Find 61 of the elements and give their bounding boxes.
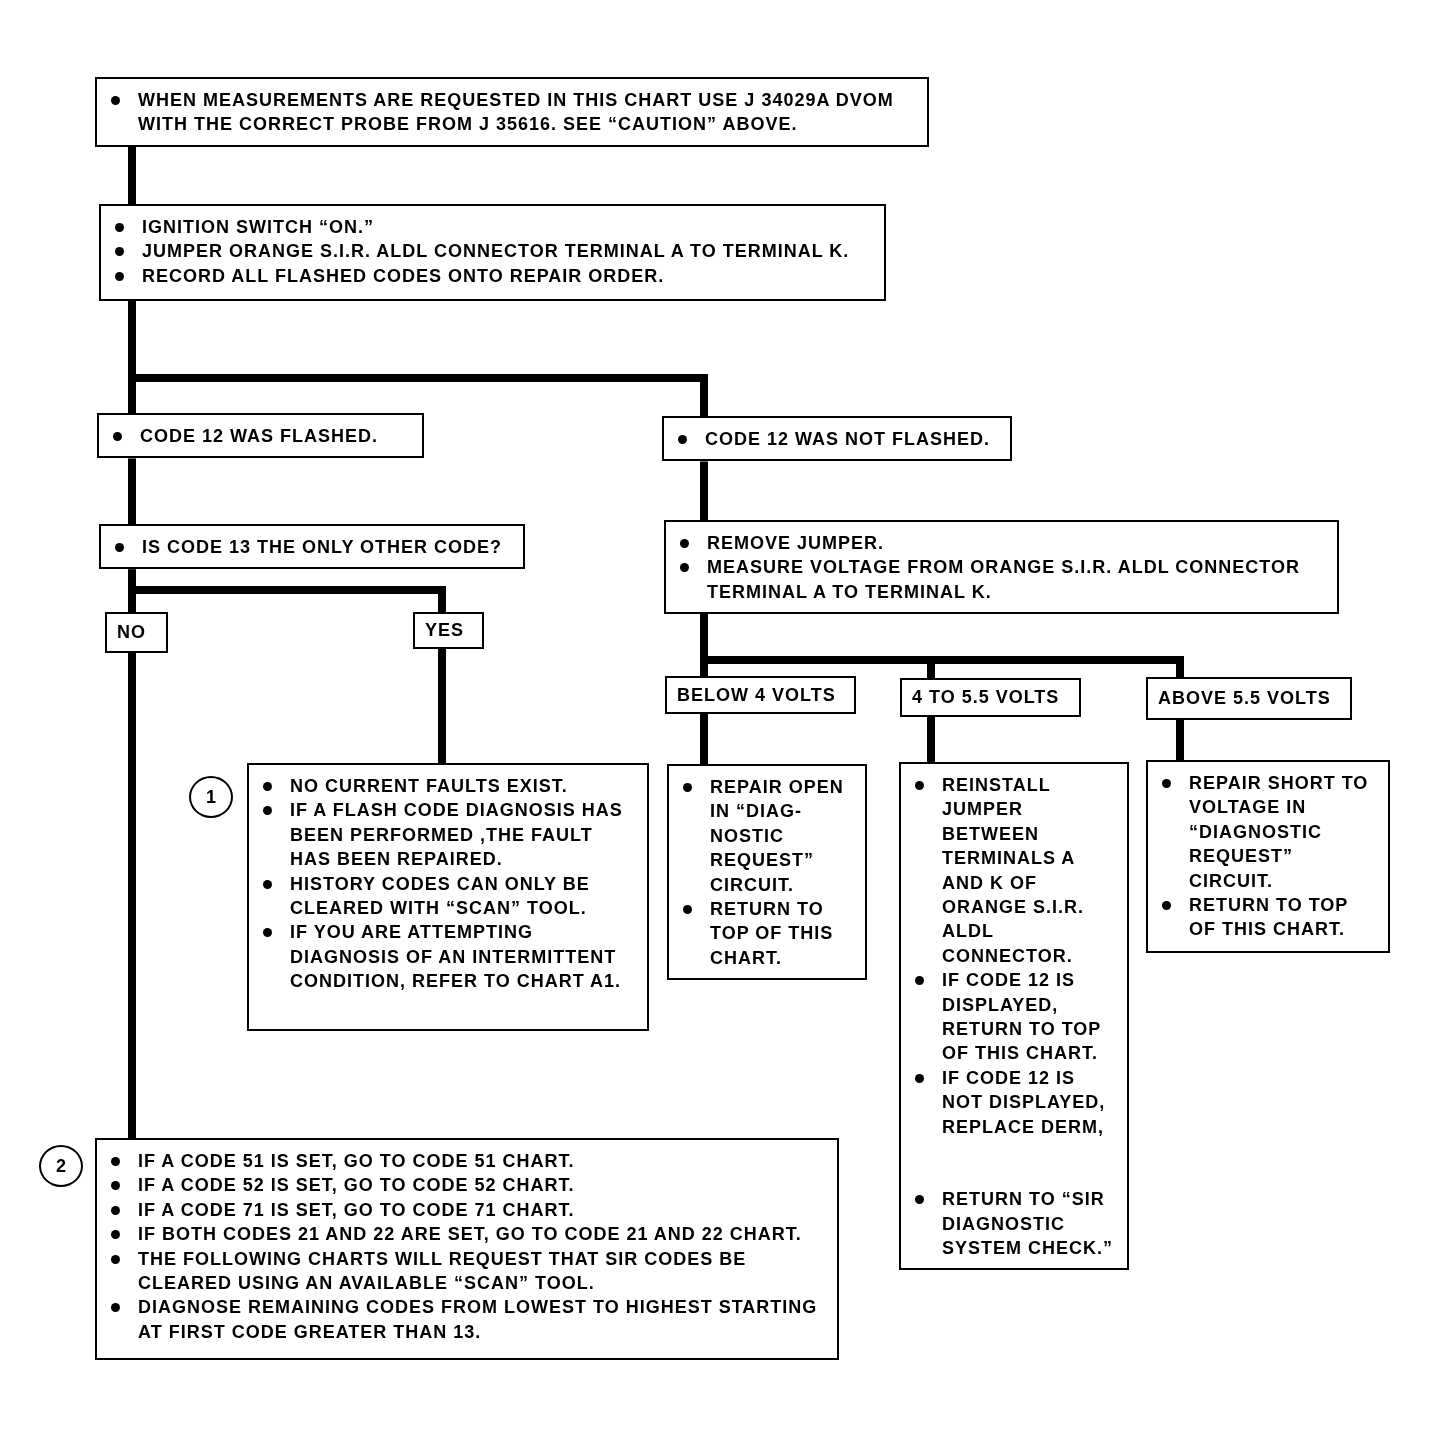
connector-line — [700, 714, 708, 764]
step-text: IF BOTH CODES 21 AND 22 ARE SET, GO TO CODE 21 AND 22 CHART. — [138, 1223, 803, 1247]
step-text: IF A FLASH CODE DIAGNOSIS HAS BEEN PERFORMED ,THE FAULT HAS BEEN REPAIRED. — [290, 799, 624, 872]
step-box — [99, 204, 886, 301]
step-text: REPAIR OPEN IN “DIAG- NOSTIC REQUEST” CIRCUIT. — [710, 776, 845, 897]
action-box — [667, 764, 867, 981]
step-text: REINSTALL JUMPER BETWEEN TERMINALS A AND K OF ORANGE S.I.R. ALDL CONNECTOR. — [942, 774, 1085, 968]
step-text: 4 TO 5.5 VOLTS — [912, 686, 1060, 710]
step-text: IF YOU ARE ATTEMPTING DIAGNOSIS OF AN INTERMITTENT CONDITION, REFER TO CHART A1. — [290, 921, 622, 994]
step-text: REPAIR SHORT TO VOLTAGE IN “DIAGNOSTIC REQUEST” CIRCUIT. — [1189, 772, 1370, 893]
choice-box — [413, 612, 484, 649]
step-text: RETURN TO TOP OF THIS CHART. — [1189, 894, 1350, 942]
step-text: REMOVE JUMPER. — [707, 532, 886, 555]
step-text: YES — [425, 619, 465, 643]
voltage-range-box — [665, 676, 856, 714]
condition-box — [662, 416, 1012, 462]
connector-line — [128, 569, 446, 612]
action-box — [899, 762, 1129, 1271]
connector-line — [128, 653, 136, 1138]
step-text: RETURN TO TOP OF THIS CHART. — [710, 898, 835, 970]
callout-number: 1 — [189, 776, 233, 818]
step-text: NO — [117, 621, 146, 645]
step-text: CODE 12 WAS NOT FLASHED. — [705, 428, 992, 451]
step-text: HISTORY CODES CAN ONLY BE CLEARED WITH “SCAN” TOOL. — [290, 872, 591, 921]
step-text: CODE 12 WAS FLASHED. — [140, 425, 380, 448]
step-text: IF CODE 12 IS NOT DISPLAYED, REPLACE DERM, — [942, 1066, 1107, 1139]
step-text: IS CODE 13 THE ONLY OTHER CODE? — [142, 536, 504, 559]
question-box — [99, 524, 525, 570]
step-text: THE FOLLOWING CHARTS WILL REQUEST THAT SIR CODES BE CLEARED USING AN AVAILABLE “SCAN” TOOL. — [138, 1247, 748, 1296]
connector-line — [128, 458, 136, 524]
action-box — [95, 1138, 839, 1360]
voltage-range-box — [1146, 677, 1352, 720]
step-text: MEASURE VOLTAGE FROM ORANGE S.I.R. ALDL CONNECTOR TERMINAL A TO TERMINAL K. — [707, 556, 1302, 604]
step-text: IF A CODE 52 IS SET, GO TO CODE 52 CHART. — [138, 1174, 576, 1198]
connector-line — [700, 614, 1184, 677]
action-box — [1146, 760, 1390, 953]
step-text: IGNITION SWITCH “ON.” — [142, 216, 375, 239]
connector-line — [128, 301, 708, 416]
step-text: IF CODE 12 IS DISPLAYED, RETURN TO TOP OF THIS CHART. — [942, 969, 1103, 1066]
step-text: DIAGNOSE REMAINING CODES FROM LOWEST TO HIGHEST STARTING AT FIRST CODE GREATER THAN 13. — [138, 1296, 819, 1344]
connector-line — [700, 461, 708, 520]
step-text: BELOW 4 VOLTS — [677, 683, 836, 707]
step-text: ABOVE 5.5 VOLTS — [1158, 687, 1331, 711]
step-text: IF A CODE 71 IS SET, GO TO CODE 71 CHART. — [138, 1198, 576, 1222]
connector-line — [128, 146, 136, 204]
step-text: NO CURRENT FAULTS EXIST. — [290, 775, 569, 798]
step-text: JUMPER ORANGE S.I.R. ALDL CONNECTOR TERMINAL A TO TERMINAL K. — [142, 240, 851, 264]
step-text: WHEN MEASUREMENTS ARE REQUESTED IN THIS CHART USE J 34029A DVOM WITH THE CORRECT PROBE FROM J 35616. SEE “CAUTION” ABOVE. — [138, 89, 895, 137]
connector-line — [438, 649, 446, 763]
step-box — [95, 77, 929, 147]
step-box — [664, 520, 1339, 615]
step-text: RECORD ALL FLASHED CODES ONTO REPAIR ORDER. — [142, 264, 666, 288]
choice-box — [105, 612, 168, 653]
voltage-range-box — [900, 678, 1081, 717]
step-text: RETURN TO “SIR DIAGNOSTIC SYSTEM CHECK.” — [942, 1188, 1115, 1260]
step-text: IF A CODE 51 IS SET, GO TO CODE 51 CHART. — [138, 1150, 576, 1173]
connector-line — [1176, 720, 1184, 760]
action-box — [247, 763, 649, 1031]
callout-number: 2 — [39, 1145, 83, 1187]
condition-box — [97, 413, 424, 459]
connector-line — [927, 717, 935, 762]
